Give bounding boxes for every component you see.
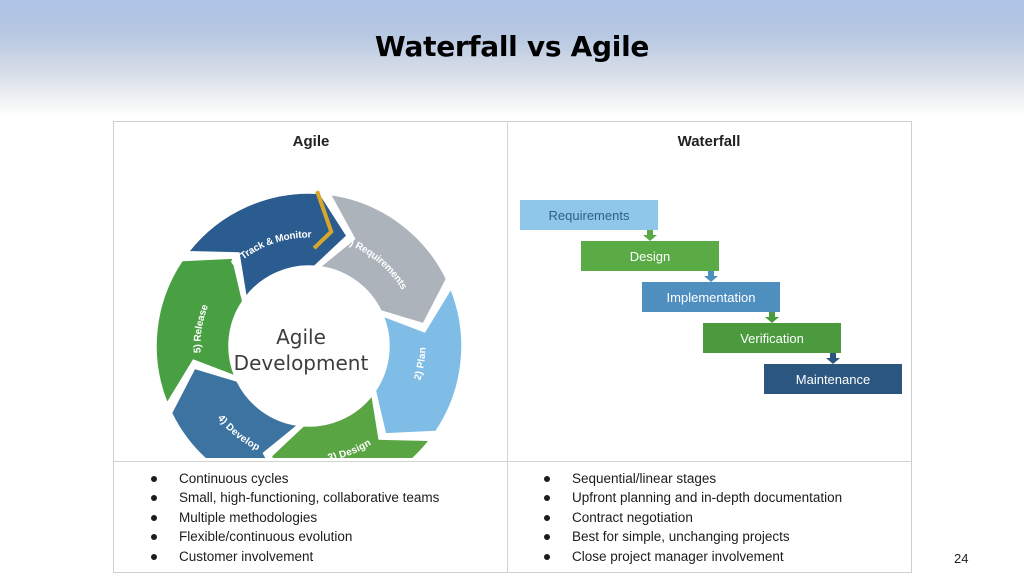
waterfall-down-arrow <box>826 353 840 364</box>
waterfall-points: Sequential/linear stages Upfront plannin… <box>544 469 842 566</box>
agile-point: Multiple methodologies <box>151 508 439 527</box>
waterfall-stage-box <box>642 282 780 312</box>
cycle-center-label-line2: Development <box>234 351 369 375</box>
waterfall-point: Contract negotiation <box>544 508 842 527</box>
agile-points: Continuous cycles Small, high-functionin… <box>151 469 439 566</box>
page-number: 24 <box>954 551 969 566</box>
waterfall-down-arrow <box>704 271 718 282</box>
waterfall-point: Best for simple, unchanging projects <box>544 527 842 546</box>
cycle-segment <box>374 287 463 435</box>
waterfall-stage-box <box>520 200 658 230</box>
cycle-segment <box>318 193 448 325</box>
agile-point: Customer involvement <box>151 547 439 566</box>
waterfall-down-arrow <box>765 312 779 323</box>
waterfall-point: Close project manager involvement <box>544 547 842 566</box>
cycle-center-label-line1: Agile <box>276 325 326 349</box>
waterfall-heading: Waterfall <box>677 133 741 150</box>
cycle-accent-chevron <box>312 190 334 250</box>
waterfall-stage-box <box>581 241 719 271</box>
waterfall-point: Sequential/linear stages <box>544 469 842 488</box>
waterfall-stage-label: Requirements <box>549 208 630 223</box>
agile-point: Continuous cycles <box>151 469 439 488</box>
waterfall-stage-label: Verification <box>740 331 804 346</box>
header-band <box>0 0 1024 116</box>
column-divider <box>507 122 508 573</box>
row-divider <box>114 461 912 462</box>
agile-heading: Agile <box>292 133 330 150</box>
waterfall-diagram: RequirementsDesignImplementationVerifica… <box>520 200 902 394</box>
waterfall-stage-label: Implementation <box>667 290 756 305</box>
waterfall-stage-box <box>764 364 902 394</box>
agile-point: Small, high-functioning, collaborative t… <box>151 488 439 507</box>
slide-title: Waterfall vs Agile <box>374 30 650 63</box>
waterfall-stage-box <box>703 323 841 353</box>
agile-point: Flexible/continuous evolution <box>151 527 439 546</box>
cycle-segment <box>156 257 244 405</box>
cycle-segment <box>270 393 432 458</box>
waterfall-stage-label: Maintenance <box>796 372 870 387</box>
waterfall-down-arrow <box>643 230 657 241</box>
waterfall-point: Upfront planning and in-depth documentat… <box>544 488 842 507</box>
cycle-segment <box>170 367 300 458</box>
waterfall-stage-label: Design <box>630 249 670 264</box>
